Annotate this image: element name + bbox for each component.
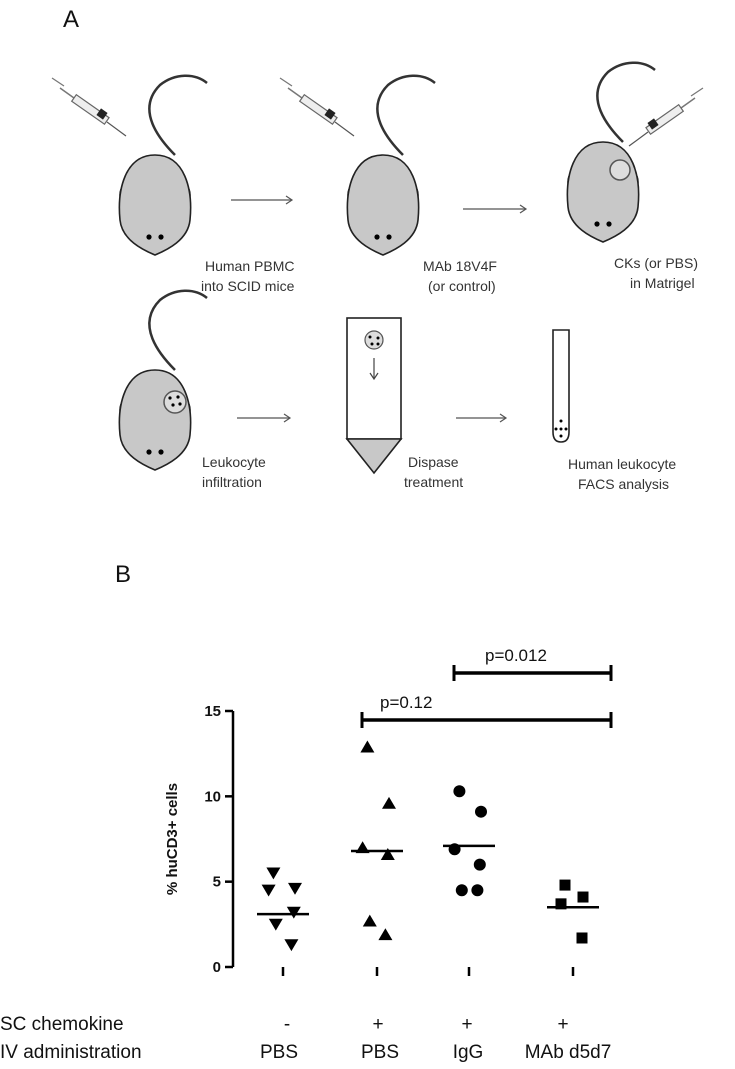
condition-iv-value: PBS	[361, 1042, 399, 1063]
svg-text:into SCID mice: into SCID mice	[201, 278, 295, 294]
mouse-icon	[279, 74, 437, 257]
data-point	[360, 740, 375, 753]
step-caption: MAb 18V4F (or control)	[423, 258, 497, 294]
mouse-icon	[566, 61, 704, 244]
svg-text:Dispase: Dispase	[408, 454, 459, 470]
y-tick-label: 10	[204, 788, 221, 805]
svg-text:Human leukocyte: Human leukocyte	[568, 456, 676, 472]
data-point	[455, 884, 468, 897]
mouse-icon	[51, 74, 209, 257]
data-point	[382, 796, 396, 809]
step-caption: CKs (or PBS) in Matrigel	[614, 255, 698, 291]
facs-tube-icon	[552, 329, 570, 443]
data-point	[559, 879, 571, 891]
data-point	[471, 884, 484, 897]
svg-text:infiltration: infiltration	[202, 474, 262, 490]
condition-iv-value: PBS	[260, 1042, 298, 1063]
svg-text:FACS analysis: FACS analysis	[578, 476, 669, 492]
svg-text:Human PBMC: Human PBMC	[205, 258, 294, 274]
data-point	[555, 898, 567, 910]
p-value-label: p=0.012	[485, 646, 547, 665]
row-label-iv-administration: IV administration	[0, 1042, 142, 1063]
condition-sc-value: +	[557, 1014, 568, 1035]
step-caption: Human leukocyte FACS analysis	[568, 456, 676, 492]
data-point	[266, 867, 281, 880]
condition-iv-value: MAb d5d7	[525, 1042, 612, 1063]
matrigel-plug-icon	[609, 159, 631, 181]
dispase-tube-icon	[345, 317, 403, 475]
data-point	[288, 882, 302, 895]
data-point	[380, 848, 395, 860]
data-point	[286, 906, 301, 919]
svg-text:Leukocyte: Leukocyte	[202, 454, 266, 470]
data-point	[475, 805, 487, 818]
panel-a-label: A	[63, 6, 79, 33]
y-tick-label: 15	[204, 703, 221, 720]
step-caption: Leukocyte infiltration	[202, 454, 266, 490]
matrigel-plug-icon	[163, 390, 187, 414]
step-caption: Dispase treatment	[404, 454, 463, 490]
y-tick-label: 5	[213, 874, 221, 891]
svg-text:in Matrigel: in Matrigel	[630, 275, 695, 291]
mouse-icon	[118, 289, 209, 472]
svg-text:treatment: treatment	[404, 474, 463, 490]
data-point	[261, 884, 276, 897]
data-point	[453, 785, 466, 798]
condition-sc-value: +	[372, 1014, 383, 1035]
row-label-sc-chemokine: SC chemokine	[0, 1014, 124, 1035]
condition-sc-value: +	[461, 1014, 472, 1035]
condition-iv-value: IgG	[453, 1042, 484, 1063]
p-value-label: p=0.12	[380, 693, 432, 712]
y-tick-label: 0	[213, 959, 221, 976]
condition-sc-value: -	[284, 1014, 290, 1035]
svg-text:MAb 18V4F: MAb 18V4F	[423, 258, 497, 274]
data-point	[577, 891, 589, 903]
data-point	[362, 914, 377, 927]
step-caption: Human PBMC into SCID mice	[201, 258, 295, 294]
scatter-chart: 0 5 10 15 % huCD3+ cells p=0.012 p=0.12	[164, 646, 613, 976]
data-point	[378, 928, 393, 941]
data-point	[268, 918, 283, 931]
svg-text:CKs (or PBS): CKs (or PBS)	[614, 255, 698, 271]
panel-b-label: B	[115, 561, 131, 588]
data-point	[284, 939, 299, 952]
data-point	[473, 858, 486, 871]
y-axis-label: % huCD3+ cells	[164, 783, 181, 895]
svg-text:(or control): (or control)	[428, 278, 496, 294]
data-point	[576, 932, 588, 944]
